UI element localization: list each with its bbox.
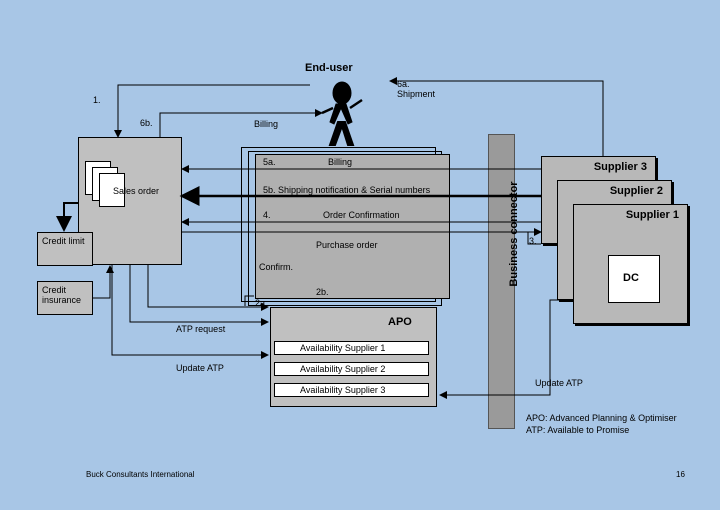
- supplier-1-box: Supplier 1 DC: [573, 204, 688, 324]
- apo-row-3-label: Availability Supplier 3: [300, 385, 386, 395]
- arrow-3: [527, 232, 541, 245]
- label-billing-top: Billing: [254, 119, 279, 129]
- label-purchase-order: Purchase order: [316, 240, 378, 250]
- label-step-1: 1.: [93, 95, 101, 105]
- label-step-2a: 2a.: [255, 298, 268, 308]
- dc-box: DC: [608, 255, 660, 303]
- label-step-5b: 5b. Shipping notification & Serial numbe…: [263, 185, 431, 195]
- label-billing-inner: Billing: [328, 157, 353, 167]
- erp-system-box: [78, 137, 182, 265]
- label-order-confirmation: Order Confirmation: [323, 210, 400, 220]
- legend-atp: ATP: Available to Promise: [526, 425, 630, 435]
- apo-row-1: Availability Supplier 1: [274, 341, 429, 355]
- label-step-3: 3.: [529, 236, 537, 246]
- credit-limit-label: Credit limit: [42, 236, 85, 246]
- sales-order-label: Sales order: [113, 186, 160, 196]
- label-confirm: Confirm.: [259, 262, 294, 272]
- credit-limit-box: Credit limit: [37, 232, 93, 266]
- apo-row-1-label: Availability Supplier 1: [300, 343, 386, 353]
- message-box-front: [255, 154, 450, 299]
- label-step-2b: 2b.: [316, 287, 329, 297]
- apo-row-2-label: Availability Supplier 2: [300, 364, 386, 374]
- label-update-atp-left: Update ATP: [176, 363, 224, 373]
- arrow-update-atp-right: [439, 299, 573, 399]
- label-step-6b: 6b.: [140, 118, 153, 128]
- footer-company: Buck Consultants International: [86, 470, 195, 479]
- arrow-6a: [389, 77, 604, 156]
- supplier-3-label: Supplier 3: [593, 161, 647, 173]
- apo-row-3: Availability Supplier 3: [274, 383, 429, 397]
- footer-page-number: 16: [676, 470, 685, 479]
- arrow-6b: [159, 109, 323, 137]
- label-step-4: 4.: [263, 210, 271, 220]
- label-step-5a: 5a.: [263, 157, 276, 167]
- dc-label: DC: [623, 272, 639, 284]
- supplier-1-label: Supplier 1: [625, 209, 679, 221]
- label-update-atp-right: Update ATP: [535, 378, 583, 388]
- label-shipment: Shipment: [397, 89, 436, 99]
- credit-insurance-box: Credit insurance: [37, 281, 93, 315]
- label-step-6a: 6a.: [397, 79, 410, 89]
- diagram-title-end-user: End-user: [305, 62, 353, 74]
- arrow-update-atp-left: [111, 265, 269, 359]
- arrow-2b: [244, 295, 254, 306]
- apo-title: APO: [388, 316, 412, 328]
- label-atp-request: ATP request: [176, 324, 226, 334]
- sales-order-doc-front: [99, 173, 125, 207]
- apo-row-2: Availability Supplier 2: [274, 362, 429, 376]
- arrow-2a: [147, 265, 269, 311]
- arrow-1: [114, 84, 310, 138]
- arrow-atp-request: [129, 265, 269, 326]
- arrow-credit-insurance: [93, 265, 114, 299]
- legend-apo: APO: Advanced Planning & Optimiser: [526, 413, 677, 423]
- business-connector-bar: [488, 134, 515, 429]
- arrow-credit-limit: [56, 202, 78, 232]
- credit-insurance-label: Credit insurance: [42, 285, 82, 305]
- supplier-2-label: Supplier 2: [609, 185, 663, 197]
